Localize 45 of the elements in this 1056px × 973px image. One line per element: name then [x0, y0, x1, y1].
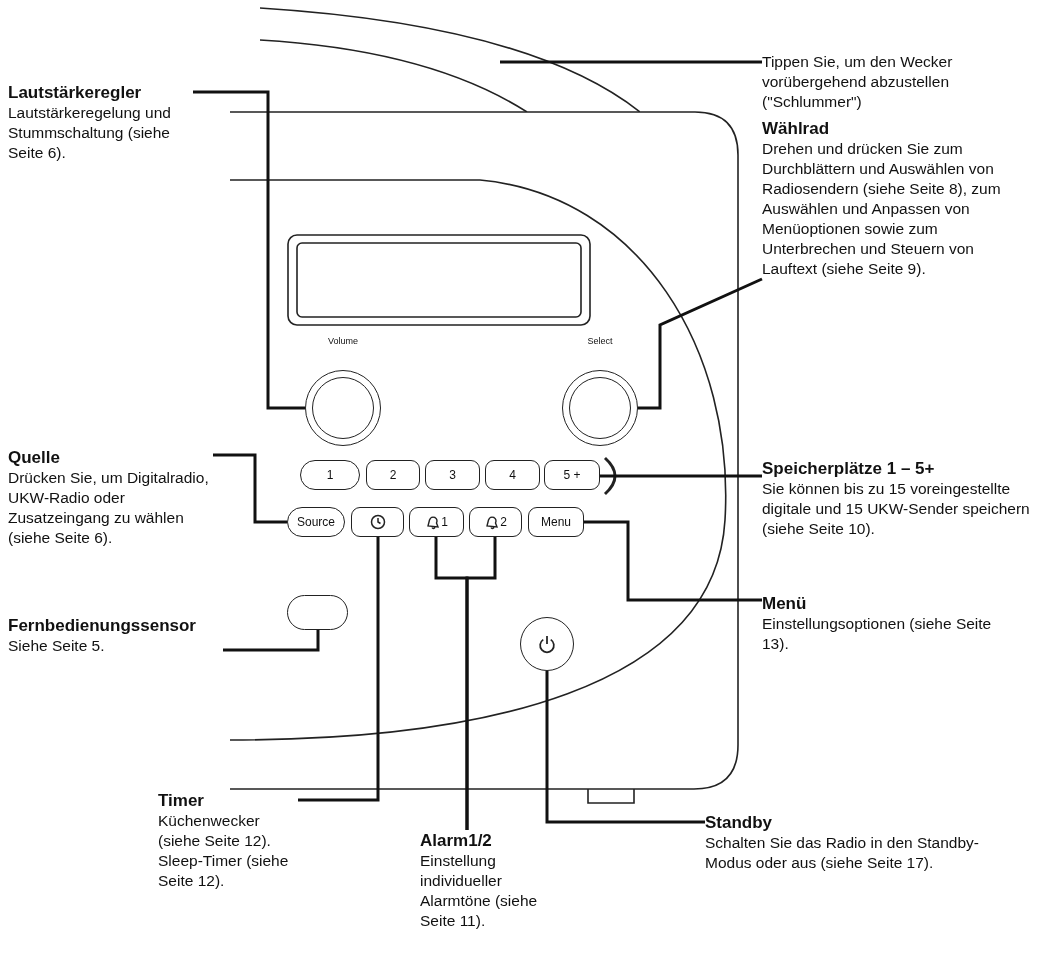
remote-sensor [287, 595, 348, 630]
callout-heading: Alarm1/2 [420, 830, 493, 851]
preset-button: 2 [366, 460, 420, 490]
callout-heading: Menü [762, 593, 808, 614]
preset-button: 5 + [544, 460, 600, 490]
leader-line [193, 90, 305, 410]
leader-line [213, 453, 287, 524]
knob-label: Select [586, 336, 614, 346]
leader-line [584, 520, 762, 602]
knob-label: Volume [327, 336, 359, 346]
callout-heading: Fernbedienungssensor [8, 615, 197, 636]
power-button [520, 617, 574, 671]
leader-line [298, 537, 380, 802]
timer-button [351, 507, 404, 537]
callout-heading: Wählrad [762, 118, 831, 139]
leader-line [638, 277, 763, 410]
source-button: Source [287, 507, 345, 537]
callout-heading: Standby [705, 812, 774, 833]
leader-line [223, 630, 320, 652]
preset-button: 4 [485, 460, 540, 490]
callout-text: Küchenwecker (siehe Seite 12). Sleep-Timer (siehe Seite 12). [158, 811, 290, 891]
leader-line [465, 537, 497, 830]
leader-line [498, 60, 762, 64]
button-number: 2 [500, 515, 507, 529]
alarm-button [469, 507, 522, 537]
preset-button: 1 [300, 460, 360, 490]
callout-text: Einstellung individueller Alarmtöne (siehe Seite 11). [420, 851, 539, 931]
callout-text: Lautstärkeregelung und Stummschaltung (siehe Seite 6). [8, 103, 172, 163]
callout-heading: Lautstärkeregler [8, 82, 143, 103]
menu-button: Menu [528, 507, 584, 537]
preset-button: 3 [425, 460, 480, 490]
callout-heading: Timer [158, 790, 205, 811]
leader-line [545, 671, 705, 824]
callout-text: Drücken Sie, um Digitalradio, UKW-Radio oder Zusatzeingang zu wählen (siehe Seite 6). [8, 468, 210, 548]
callout-text: Schalten Sie das Radio in den Standby-Modus oder aus (siehe Seite 17). [705, 833, 980, 873]
callout-text: Siehe Seite 5. [8, 636, 106, 656]
callout-text: Einstellungsoptionen (siehe Seite 13). [762, 614, 993, 654]
leader-line [600, 474, 762, 478]
callout-heading: Quelle [8, 447, 61, 468]
callout-text: Sie können bis zu 15 voreingestellte digitale und 15 UKW-Sender speichern (siehe Seite 10). [762, 479, 1031, 539]
callout-text: Drehen und drücken Sie zum Durchblättern und Auswählen von Radiosendern (siehe Seite 8), zum Auswählen und Anpassen von Menüoptionen sowie zum Unterbrechen und Steuern von Lauftext (siehe Seite 9). [762, 139, 1002, 279]
callout-heading: Speicherplätze 1 – 5+ [762, 458, 936, 479]
alarm-button [409, 507, 464, 537]
button-number: 1 [441, 515, 448, 529]
callout-text: Tippen Sie, um den Wecker vorübergehend abzustellen ("Schlummer") [762, 52, 954, 112]
